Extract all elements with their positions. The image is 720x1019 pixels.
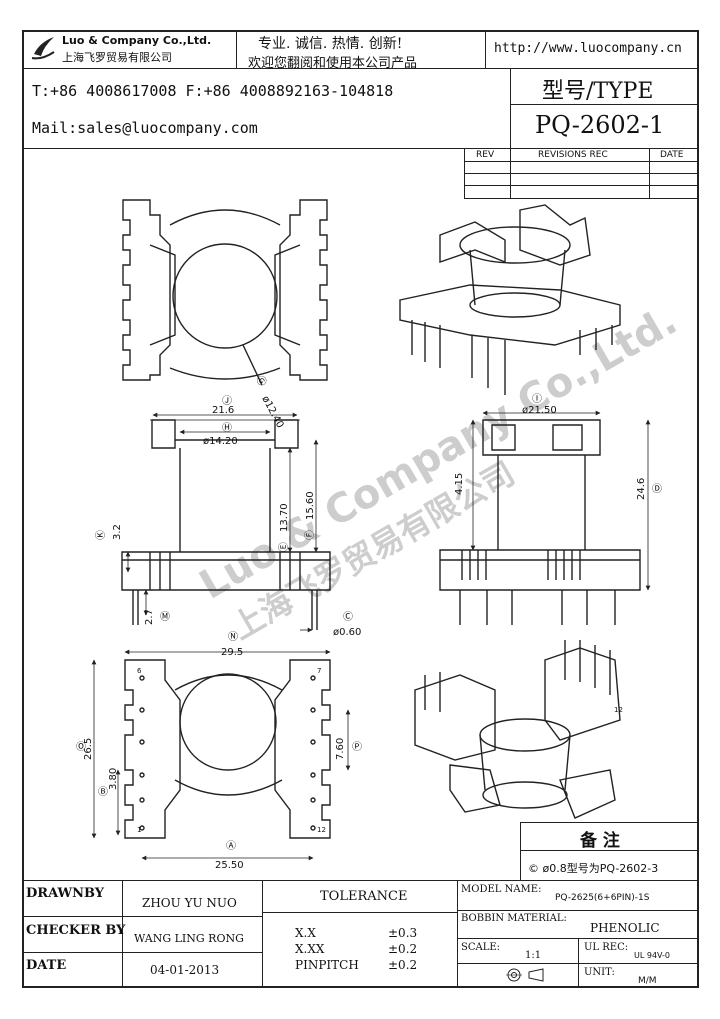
date-header: DATE <box>660 150 684 160</box>
svg-text:29.5: 29.5 <box>221 647 243 658</box>
isometric-view-bottom <box>414 640 621 819</box>
tol-key-1: X.XX <box>295 942 325 956</box>
svg-text:12: 12 <box>317 826 326 834</box>
svg-text:15.60: 15.60 <box>305 491 316 520</box>
watermark: Luo & Company Co.,Ltd. 上海飞罗贸易有限公司 <box>192 298 685 647</box>
mail-line[interactable]: Mail:sales@luocompany.com <box>32 119 258 137</box>
bobbin-value: PHENOLIC <box>590 921 660 935</box>
slogan: 专业. 诚信. 热情. 创新! <box>258 36 403 52</box>
date-value: 04-01-2013 <box>150 963 220 977</box>
svg-text:Ⓙ: Ⓙ <box>222 395 232 407</box>
svg-text:12: 12 <box>614 706 623 714</box>
svg-text:2.7: 2.7 <box>144 609 155 625</box>
notes-text: © ø0.8型号为PQ-2602-3 <box>528 862 659 875</box>
ul-label: UL REC: <box>584 942 629 953</box>
svg-text:1: 1 <box>137 826 141 834</box>
svg-text:6: 6 <box>137 667 142 675</box>
svg-text:7.60: 7.60 <box>335 738 346 760</box>
tol-key-2: PINPITCH <box>295 958 359 972</box>
checker-value: WANG LING RONG <box>134 932 244 945</box>
tol-key-0: X.X <box>295 926 316 940</box>
dimension-lines <box>91 410 651 861</box>
bottom-view <box>124 659 331 839</box>
tol-val-1: ±0.2 <box>388 942 418 956</box>
notes-title: 备 注 <box>580 831 620 851</box>
svg-text:25.50: 25.50 <box>215 860 244 871</box>
svg-text:Ⓞ: Ⓞ <box>76 741 86 753</box>
ul-value: UL 94V-0 <box>634 951 671 960</box>
part-number: PQ-2602-1 <box>535 111 665 139</box>
scale-value: 1:1 <box>525 950 542 961</box>
svg-text:Ⓘ: Ⓘ <box>532 393 542 405</box>
svg-text:ø12.40: ø12.40 <box>259 394 285 430</box>
front-view <box>121 419 331 630</box>
scale-label: SCALE: <box>461 942 501 953</box>
drawing-frame <box>22 30 699 988</box>
svg-text:3.2: 3.2 <box>112 524 123 540</box>
svg-text:21.6: 21.6 <box>212 405 234 416</box>
side-view <box>439 419 641 625</box>
svg-text:ø0.60: ø0.60 <box>333 627 361 638</box>
svg-text:Ⓔ: Ⓔ <box>278 542 290 552</box>
svg-text:13.70: 13.70 <box>279 503 290 532</box>
projection-symbol-icon <box>506 968 544 982</box>
watermark-en: Luo & Company Co.,Ltd. <box>192 298 685 609</box>
isometric-view-top <box>399 204 621 395</box>
svg-text:Ⓐ: Ⓐ <box>226 840 236 852</box>
tol-val-2: ±0.2 <box>388 958 418 972</box>
svg-text:Ⓒ: Ⓒ <box>343 611 353 623</box>
unit-value: M/M <box>638 976 657 986</box>
model-value: PQ-2625(6+6PIN)-1S <box>555 893 650 903</box>
svg-text:Ⓟ: Ⓟ <box>352 741 362 753</box>
svg-text:4.15: 4.15 <box>454 473 465 495</box>
checker-label: CHECKER BY <box>26 923 126 938</box>
tolerance-label: TOLERANCE <box>320 889 408 904</box>
svg-text:Ⓚ: Ⓚ <box>95 530 107 540</box>
svg-text:ø21.50: ø21.50 <box>522 405 557 416</box>
bobbin-label: BOBBIN MATERIAL: <box>461 913 567 924</box>
type-label: 型号/TYPE <box>542 79 654 104</box>
svg-text:ø14.20: ø14.20 <box>203 436 238 447</box>
svg-text:3.80: 3.80 <box>108 768 119 790</box>
svg-text:Ⓜ: Ⓜ <box>160 611 170 623</box>
svg-text:Ⓕ: Ⓕ <box>304 530 316 540</box>
company-name-cn: 上海飞罗贸易有限公司 <box>62 51 172 64</box>
drawnby-label: DRAWNBY <box>26 886 105 901</box>
svg-text:26.5: 26.5 <box>83 738 94 760</box>
drawnby-value: ZHOU YU NUO <box>142 896 237 910</box>
svg-text:Ⓝ: Ⓝ <box>228 631 238 643</box>
svg-text:Ⓑ: Ⓑ <box>98 786 108 798</box>
company-logo-icon <box>31 37 55 60</box>
date-label: DATE <box>26 958 67 973</box>
company-name-en: Luo & Company Co.,Ltd. <box>62 34 212 47</box>
unit-label: UNIT: <box>584 967 615 978</box>
model-label: MODEL NAME: <box>461 884 542 895</box>
contact-line: T:+86 4008617008 F:+86 4008892163-104818 <box>32 82 394 100</box>
top-view <box>122 199 328 386</box>
svg-text:7: 7 <box>317 667 321 675</box>
revisions-rec-header: REVISIONS REC <box>538 150 608 160</box>
svg-text:24.6: 24.6 <box>636 478 647 500</box>
slogan-sub: 欢迎您翻阅和使用本公司产品 <box>248 56 418 71</box>
website-link[interactable]: http://www.luocompany.cn <box>494 41 682 56</box>
rev-header: REV <box>476 150 495 160</box>
tol-val-0: ±0.3 <box>388 926 418 940</box>
svg-text:Ⓖ: Ⓖ <box>253 374 268 388</box>
svg-text:Ⓗ: Ⓗ <box>222 422 232 434</box>
svg-text:Ⓓ: Ⓓ <box>652 483 662 495</box>
